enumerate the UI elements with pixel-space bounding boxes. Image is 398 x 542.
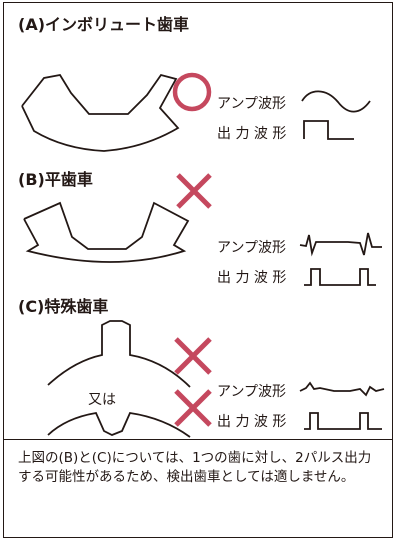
section-b-amp-label: アンプ波形 bbox=[217, 240, 287, 256]
special-gear-upper-profile bbox=[47, 320, 191, 388]
section-b-title: (B)平歯車 bbox=[18, 170, 93, 189]
section-b-output-wave bbox=[304, 268, 376, 286]
special-gear-lower-profile bbox=[47, 411, 191, 438]
diagram-frame: (A)インボリュート歯車 アンプ波形 出 力 波 形 (B)平歯車 アンプ波形 … bbox=[3, 2, 393, 538]
section-c-amp-label: アンプ波形 bbox=[217, 384, 287, 400]
section-a-title: (A)インボリュート歯車 bbox=[18, 15, 190, 34]
section-c-amp-wave bbox=[299, 381, 385, 397]
verdict-cross-c-upper bbox=[174, 337, 212, 375]
note-text: 上図の(B)と(C)については、1つの歯に対し、2パルス出力する可能性があるため… bbox=[18, 450, 372, 485]
verdict-cross-b bbox=[176, 173, 212, 209]
section-a-amp-label: アンプ波形 bbox=[217, 96, 287, 112]
verdict-cross-c-lower bbox=[174, 389, 212, 427]
spur-gear-profile bbox=[23, 201, 190, 263]
diagram-drawing bbox=[21, 72, 385, 438]
section-a-out-label: 出 力 波 形 bbox=[217, 126, 287, 142]
section-c-out-label: 出 力 波 形 bbox=[217, 414, 287, 430]
section-c-title: (C)特殊歯車 bbox=[18, 297, 109, 316]
involute-gear-profile bbox=[21, 73, 180, 152]
note-divider bbox=[4, 439, 392, 440]
section-c-output-wave bbox=[304, 412, 382, 430]
section-b-out-label: 出 力 波 形 bbox=[217, 270, 287, 286]
verdict-circle-a bbox=[172, 72, 212, 112]
section-a-output-wave bbox=[303, 120, 354, 140]
section-a-amp-wave bbox=[301, 90, 371, 113]
or-label: 又は bbox=[88, 392, 116, 408]
section-b-amp-wave bbox=[299, 232, 382, 257]
